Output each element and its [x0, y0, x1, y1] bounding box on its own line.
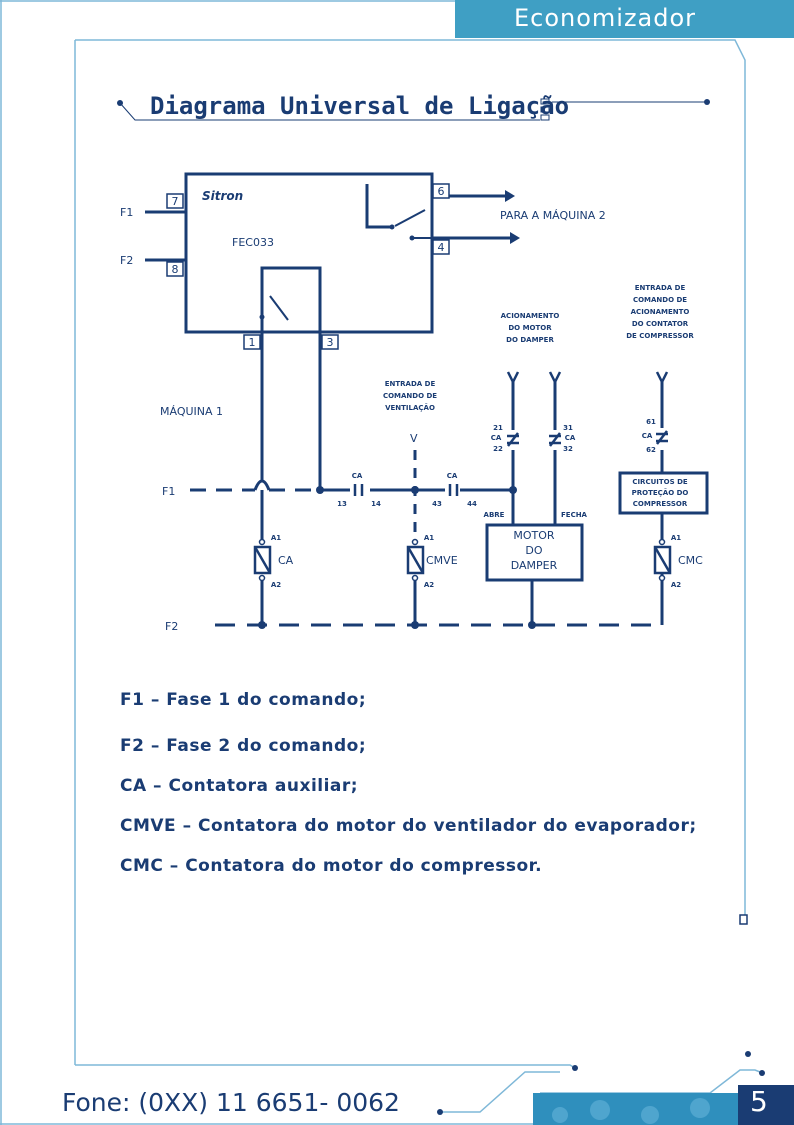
- svg-text:CA: CA: [447, 472, 458, 480]
- motor-line-1: MOTOR: [513, 529, 555, 542]
- vent-v-label: V: [410, 432, 418, 445]
- coil-cmve-label: CMVE: [426, 554, 458, 567]
- svg-text:COMPRESSOR: COMPRESSOR: [633, 500, 688, 508]
- f1-bus-label: F1: [162, 485, 175, 498]
- footer-phone: Fone: (0XX) 11 6651- 0062: [62, 1088, 400, 1117]
- header-tab: [455, 0, 794, 38]
- svg-text:14: 14: [371, 500, 381, 508]
- svg-text:43: 43: [432, 500, 442, 508]
- svg-text:ENTRADA DE: ENTRADA DE: [635, 284, 686, 292]
- legend-cmve: CMVE – Contatora do motor do ventilador …: [120, 816, 697, 836]
- f2-input-label: F2: [120, 254, 133, 267]
- legend-f1: F1 – Fase 1 do comando;: [120, 690, 367, 710]
- motor-line-3: DAMPER: [511, 559, 558, 572]
- fec033-device-box: [184, 172, 434, 334]
- svg-text:VENTILAÇÃO: VENTILAÇÃO: [385, 403, 435, 412]
- terminal-6: 6: [438, 185, 445, 198]
- machine-2-label: PARA A MÁQUINA 2: [500, 209, 606, 222]
- device-label: FEC033: [232, 236, 274, 249]
- coil-cmc-label: CMC: [678, 554, 703, 567]
- svg-text:A2: A2: [424, 581, 434, 589]
- svg-text:31: 31: [563, 424, 573, 432]
- legend-ca: CA – Contatora auxiliar;: [120, 776, 359, 796]
- svg-text:DO MOTOR: DO MOTOR: [508, 324, 552, 332]
- svg-text:ACIONAMENTO: ACIONAMENTO: [631, 308, 690, 316]
- svg-text:CA: CA: [352, 472, 363, 480]
- svg-text:DO DAMPER: DO DAMPER: [506, 336, 554, 344]
- f2-bus-label: F2: [165, 620, 178, 633]
- svg-text:CA: CA: [491, 434, 502, 442]
- svg-text:PROTEÇÃO DO: PROTEÇÃO DO: [632, 488, 689, 497]
- svg-text:A1: A1: [424, 534, 434, 542]
- svg-text:DO CONTATOR: DO CONTATOR: [632, 320, 689, 328]
- page-number: 5: [750, 1085, 768, 1118]
- svg-text:22: 22: [493, 445, 503, 453]
- svg-text:13: 13: [337, 500, 347, 508]
- terminal-3: 3: [327, 336, 334, 349]
- svg-text:COMANDO DE: COMANDO DE: [633, 296, 687, 304]
- svg-text:ACIONAMENTO: ACIONAMENTO: [501, 312, 560, 320]
- svg-text:A2: A2: [671, 581, 681, 589]
- motor-line-2: DO: [525, 544, 542, 557]
- svg-text:32: 32: [563, 445, 573, 453]
- svg-text:ENTRADA DE: ENTRADA DE: [385, 380, 436, 388]
- brand-logo: Sitron: [202, 189, 243, 203]
- page-title: Diagrama Universal de Ligação: [150, 92, 570, 120]
- svg-text:A2: A2: [271, 581, 281, 589]
- terminal-4: 4: [438, 241, 445, 254]
- svg-text:DE COMPRESSOR: DE COMPRESSOR: [626, 332, 694, 340]
- svg-text:A1: A1: [271, 534, 281, 542]
- svg-text:61: 61: [646, 418, 656, 426]
- legend-f2: F2 – Fase 2 do comando;: [120, 736, 367, 756]
- f1-input-label: F1: [120, 206, 133, 219]
- terminal-7: 7: [172, 195, 179, 208]
- svg-text:CIRCUITOS DE: CIRCUITOS DE: [632, 478, 688, 486]
- svg-text:62: 62: [646, 446, 656, 454]
- svg-text:44: 44: [467, 500, 477, 508]
- svg-text:21: 21: [493, 424, 503, 432]
- terminal-8: 8: [172, 263, 179, 276]
- wiring-diagram: 7 8 6 4 1 3 Sitron FEC033 F1 F2 PARA A M…: [120, 172, 709, 633]
- svg-text:CA: CA: [565, 434, 576, 442]
- svg-text:A1: A1: [671, 534, 681, 542]
- svg-text:FECHA: FECHA: [561, 511, 588, 519]
- machine-1-label: MÁQUINA 1: [160, 405, 223, 418]
- legend-cmc: CMC – Contatora do motor do compressor.: [120, 856, 543, 876]
- coil-ca-label: CA: [278, 554, 294, 567]
- terminal-1: 1: [249, 336, 256, 349]
- svg-text:COMANDO DE: COMANDO DE: [383, 392, 437, 400]
- section-title: Economizador: [513, 4, 697, 32]
- svg-text:CA: CA: [642, 432, 653, 440]
- svg-text:ABRE: ABRE: [484, 511, 505, 519]
